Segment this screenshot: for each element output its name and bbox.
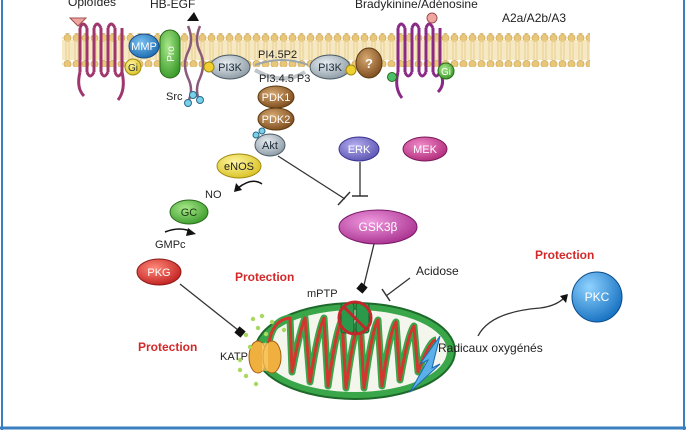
- protection-center-label: Protection: [235, 270, 294, 284]
- pi-conversion-arc: [254, 59, 309, 66]
- gi-left-label: Gi: [128, 63, 138, 74]
- protection-left-label: Protection: [138, 340, 197, 354]
- hbegf-label: HB-EGF: [150, 0, 195, 11]
- bradykinine-label: Bradykinine/Adénosine: [355, 0, 478, 11]
- gi-connector-dot: [345, 64, 357, 76]
- hbegf-arrow-icon: [187, 12, 199, 21]
- gi-right-label: Gi: [441, 67, 451, 78]
- katp-target-icon: [234, 326, 246, 338]
- opioid-receptor: [77, 22, 125, 101]
- arrowhead-icon: [186, 228, 196, 236]
- mek-label: MEK: [413, 144, 438, 156]
- bradykinin-receptor: [395, 22, 445, 99]
- potassium-ions: [237, 313, 287, 387]
- gi-connector-dot: [203, 61, 215, 73]
- acidose-inhibits-line: [385, 277, 411, 297]
- enos-label: eNOS: [224, 161, 254, 173]
- arrowhead-icon: [560, 294, 568, 303]
- gi-left-node: [124, 58, 142, 76]
- src-label: Src: [166, 91, 183, 103]
- inhibition-bar: [381, 288, 391, 302]
- arrowhead-icon: [234, 183, 242, 192]
- erk-label: ERK: [348, 144, 371, 156]
- pkg-label: PKG: [147, 267, 170, 279]
- phospho-dot: [196, 96, 204, 104]
- gsk3b-label: GSK3β: [359, 220, 398, 234]
- phospho-dot: [258, 127, 266, 135]
- pkc-node: [571, 271, 623, 323]
- enos-to-no-arrow: [237, 180, 263, 189]
- mek-node: [402, 136, 448, 162]
- pdk1-label: PDK1: [262, 92, 291, 104]
- akt-node: [254, 133, 286, 157]
- mptp-label: mPTP: [307, 288, 338, 300]
- mptp-target-icon: [356, 282, 368, 294]
- gsk-to-mptp-line: [363, 243, 375, 286]
- inhibition-bar: [337, 191, 351, 206]
- erk-node: [338, 136, 380, 162]
- katp-channel: [248, 340, 282, 374]
- pkc-label: PKC: [585, 290, 610, 304]
- opioid-ligand-icon: [68, 17, 88, 27]
- pdk2-node: [257, 107, 295, 131]
- acidose-label: Acidose: [416, 264, 459, 278]
- egf-receptor: [183, 25, 205, 103]
- pi3k-right-label: PI3K: [318, 62, 343, 74]
- gsk3b-node: [338, 209, 418, 245]
- enos-node: [216, 153, 262, 179]
- phospho-dot: [252, 131, 260, 139]
- unknown-node: [355, 47, 383, 79]
- prohibited-icon: [337, 300, 373, 336]
- protection-right-label: Protection: [535, 248, 594, 262]
- opioides-label: Opioïdes: [68, 0, 116, 9]
- a2a-label: A2a/A2b/A3: [502, 11, 566, 25]
- pkg-to-katp-line: [179, 283, 239, 331]
- pi345p3-label: PI3.4.5 P3: [259, 73, 310, 85]
- mmp-node: [128, 33, 160, 59]
- akt-inhibits-gsk-line: [277, 155, 346, 200]
- gi-right-node: [437, 62, 455, 80]
- akt-label: Akt: [262, 140, 278, 152]
- connector-dot: [387, 72, 397, 82]
- pkg-node: [136, 258, 182, 286]
- gc-label: GC: [181, 207, 198, 219]
- question-label: ?: [365, 56, 373, 71]
- pi45p2-label: PI4.5P2: [258, 49, 297, 61]
- no-label: NO: [205, 189, 222, 201]
- pro-label: Pro: [166, 46, 177, 62]
- lightning-bolt-icon: [409, 335, 441, 393]
- gmpc-label: GMPc: [155, 239, 186, 251]
- katp-label: KATP: [220, 351, 248, 363]
- pro-hbegf-node: [159, 29, 181, 79]
- pi-conversion-arc-lower: [254, 68, 307, 81]
- mitochondrion: [254, 302, 456, 400]
- pi3k-left-label: PI3K: [218, 62, 243, 74]
- mmp-label: MMP: [131, 41, 157, 53]
- phospho-dot: [189, 91, 197, 99]
- bradykinin-ligand-icon: [426, 12, 438, 24]
- pdk2-label: PDK2: [262, 114, 291, 126]
- phospho-dot: [184, 99, 192, 107]
- gc-node: [169, 199, 209, 225]
- ros-to-pkc-arrow: [477, 297, 565, 337]
- radicaux-label: Radicaux oxygénés: [438, 341, 543, 355]
